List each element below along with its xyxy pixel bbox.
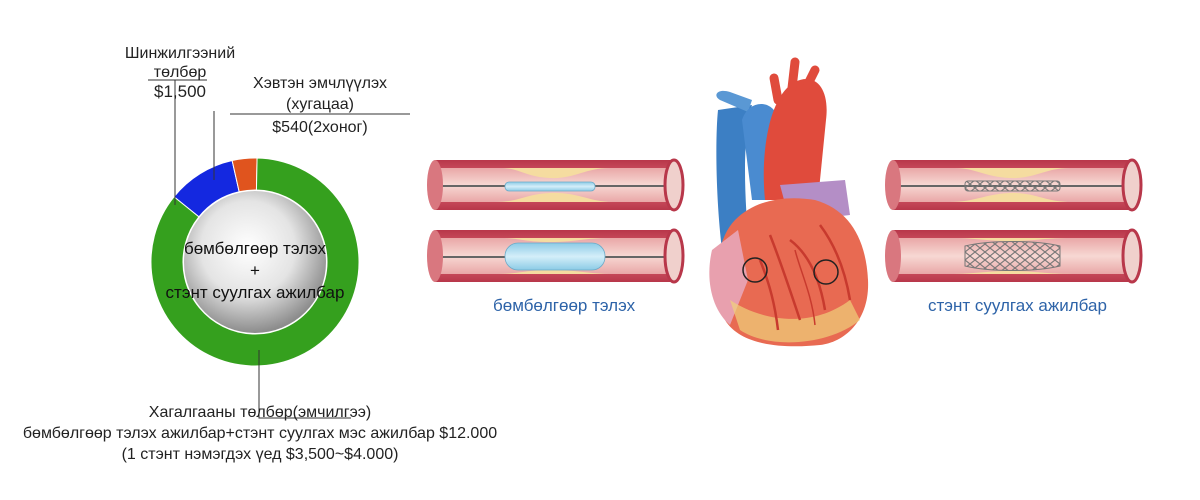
plaque-bottom (495, 192, 612, 202)
label-exam-fee-value: $1,500 (154, 82, 206, 101)
stent-expanded (964, 241, 1061, 271)
label-surgery-title: Хагалгааны төлбөр(эмчилгээ) (148, 404, 372, 421)
balloon-vessel-1 (427, 158, 685, 212)
label-stay-title: Хэвтэн эмчлүүлэх (253, 75, 387, 92)
label-hospital-stay: Хэвтэн эмчлүүлэх (хугацаа) $540(2хоног) (235, 73, 405, 138)
slice-surgery-fee (150, 157, 360, 367)
label-surgery-note: (1 стэнт нэмэгдэх үед $3,500~$4.000) (121, 446, 399, 463)
caption-stent: стэнт суулгах ажилбар (928, 296, 1107, 315)
label-surgery-detail: бөмбөлгөөр тэлэх ажилбар+стэнт суулгах м… (22, 425, 498, 442)
leader-line-surgery (258, 350, 351, 419)
stent-vessel-2 (885, 228, 1143, 284)
balloon-inflated (504, 242, 606, 271)
blockage-marker-right (813, 259, 839, 285)
donut-center-label: бөмбөлгөөр тэлэх + стэнт суулгах ажилбар (150, 238, 360, 304)
plaque-top (500, 168, 610, 179)
label-exam-fee-title: Шинжилгээний төлбөр (124, 45, 236, 81)
label-surgery-fee: Хагалгааны төлбөр(эмчилгээ) бөмбөлгөөр т… (15, 402, 505, 465)
blockage-marker-left (742, 257, 768, 283)
leader-line-stay (213, 111, 410, 180)
center-label-line3: стэнт суулгах ажилбар (165, 283, 345, 302)
label-stay-value: $540(2хоног) (272, 119, 368, 136)
stent-vessel-1 (885, 158, 1143, 212)
label-stay-sub: (хугацаа) (286, 96, 354, 113)
leader-line-exam (148, 79, 207, 205)
leader-lines (148, 79, 410, 419)
donut-chart (150, 157, 360, 367)
balloon-vessel-2 (427, 228, 685, 284)
caption-balloon: бөмбөлгөөр тэлэх (493, 296, 636, 315)
label-exam-fee: Шинжилгээний төлбөр $1,500 (105, 44, 255, 101)
center-label-line2: + (250, 261, 260, 280)
stent-collapsed (964, 180, 1061, 192)
heart-illustration (709, 57, 869, 347)
donut-hole (184, 191, 326, 333)
center-label-line1: бөмбөлгөөр тэлэх (183, 239, 327, 258)
balloon-deflated (504, 181, 596, 192)
